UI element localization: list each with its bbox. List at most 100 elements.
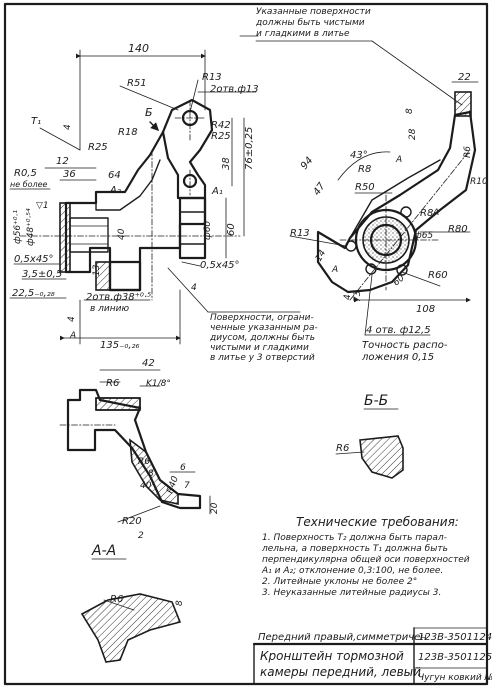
section-a-hatch-arm bbox=[129, 438, 179, 505]
dim-diam-48: ф48⁺⁰·⁵⁴ bbox=[26, 208, 36, 246]
dim-22-b: 22 bbox=[458, 72, 471, 83]
surface-a1-label: A₁ bbox=[211, 186, 223, 197]
requirements-title: Технические требования: bbox=[296, 515, 459, 529]
dim-ne-bolee: не более bbox=[10, 180, 48, 189]
section-a-a: 42 R6 K1/8° R6 8 6 40 R40 7 R20 2 20 А-А bbox=[59, 358, 220, 560]
code-top: 123В-3501124 bbox=[418, 632, 492, 643]
tolerance-line-2: ложения 0,15 bbox=[361, 352, 434, 363]
dim-r8-top: R8 bbox=[358, 164, 371, 175]
tolerance-line-1: Точность распо- bbox=[362, 340, 448, 351]
dim-38: 38 bbox=[221, 157, 232, 170]
detail-bottom-r6: R6 bbox=[110, 594, 123, 605]
dim-28: 28 bbox=[408, 128, 418, 140]
dim-13-main: 13 bbox=[92, 264, 102, 276]
dim-diam-65: ф65 bbox=[414, 231, 433, 241]
main-body-outline bbox=[64, 98, 214, 292]
view-b-end-hatch bbox=[454, 91, 472, 117]
dim-4-b: 4 bbox=[343, 294, 353, 300]
note-surfaces-line-5: в литье у 3 отверстий bbox=[210, 353, 315, 363]
dim-8-sa: 8 bbox=[148, 469, 154, 479]
mark-a-b-2: А bbox=[432, 208, 439, 218]
dim-angle-43: 43° bbox=[350, 150, 368, 161]
detail-bottom-8: 8 bbox=[175, 600, 185, 606]
dim-12: 12 bbox=[56, 156, 69, 167]
dim-r05: R0,5 bbox=[14, 168, 37, 179]
dim-36: 36 bbox=[63, 169, 76, 180]
dim-22-5: 22,5₋₀,₂₈ bbox=[12, 288, 55, 299]
dim-42: 42 bbox=[142, 358, 155, 369]
main-bottom-hatch bbox=[95, 261, 111, 291]
dim-r8-right: R8 bbox=[420, 208, 433, 219]
mark-a-b: А bbox=[395, 155, 402, 165]
dim-r25-right: R25 bbox=[211, 131, 231, 142]
delta-4-bottom: 4 bbox=[67, 316, 77, 322]
view-b-label: Б-Б bbox=[364, 393, 388, 409]
dim-2-holes-13: 2отв.ф13 bbox=[210, 84, 259, 95]
dim-4-holes-12-5: 4 отв. ф12,5 bbox=[366, 325, 431, 336]
dim-3-5: 3,5±0,5 bbox=[22, 269, 62, 280]
section-a-hatch-top bbox=[95, 397, 141, 411]
dim-47: 47 bbox=[311, 180, 328, 197]
delta-4-left: ▽1 bbox=[36, 201, 49, 211]
detail-r6: R6 bbox=[335, 435, 404, 479]
dim-r20: R20 bbox=[122, 516, 142, 527]
dim-diam-56: ф56⁺⁰·¹ bbox=[13, 210, 23, 244]
part-name-line-1: Кронштейн тормозной bbox=[260, 649, 404, 663]
section-mark-b: Б bbox=[145, 106, 153, 119]
dim-r13-b: R13 bbox=[290, 228, 310, 239]
dim-140: 140 bbox=[128, 42, 149, 55]
detail-bottom-shape bbox=[80, 593, 182, 663]
dim-diam-60: ф60 bbox=[203, 221, 213, 240]
dim-2-sa: 2 bbox=[138, 531, 144, 541]
dim-r42: R42 bbox=[211, 120, 231, 131]
dim-r60: R60 bbox=[428, 270, 448, 281]
note-surfaces-line-2: ченные указанным ра- bbox=[210, 323, 318, 333]
dim-135: 135₋₀,₂₆ bbox=[100, 340, 140, 351]
dim-r6-mid: R6 bbox=[138, 457, 150, 467]
detail-bottom: R6 8 bbox=[80, 593, 185, 663]
dim-2-holes-38: 2отв.ф38⁺⁰·⁵ bbox=[86, 292, 151, 303]
technical-requirements: Технические требования: 1. Поверхность T… bbox=[261, 515, 470, 598]
dim-r18: R18 bbox=[118, 127, 138, 138]
dim-05x45-right: 0,5x45° bbox=[200, 260, 240, 271]
delta-4-top: 4 bbox=[63, 124, 73, 130]
requirement-line-5: 2. Литейные уклоны не более 2° bbox=[262, 577, 417, 587]
dim-64: 64 bbox=[108, 170, 121, 181]
note-surfaces-line-4: чистыми и гладкими bbox=[210, 343, 309, 353]
requirement-line-6: 3. Неуказанные литейные радиусы 3. bbox=[262, 588, 441, 598]
dim-8-b: 8 bbox=[405, 108, 415, 114]
view-b-arm bbox=[316, 110, 477, 294]
dim-r25-left: R25 bbox=[88, 142, 108, 153]
requirement-line-4: A₁ и A₂; отклонение 0,3:100, не более. bbox=[261, 566, 443, 576]
surface-t1-label: T₁ bbox=[31, 116, 41, 127]
dim-40-main: 40 bbox=[117, 228, 127, 240]
sheet-border bbox=[3, 2, 489, 686]
dim-r51: R51 bbox=[127, 78, 147, 89]
dim-r10-b: R10 bbox=[470, 177, 488, 187]
main-view: 140 R51 R13 2отв.ф13 R42 R25 R18 R25 Б T… bbox=[9, 42, 318, 363]
material: Чугун ковкий №1 bbox=[418, 673, 492, 683]
dim-73: 73 bbox=[353, 290, 363, 302]
detail-r6-label: R6 bbox=[336, 443, 349, 454]
view-b-hole-bottom bbox=[365, 263, 377, 275]
requirement-line-3: перпендикулярна общей оси поверхностей bbox=[262, 555, 470, 565]
part-name-line-2: камеры передний, левый bbox=[260, 665, 421, 679]
surfaces-note: Поверхности, ограни- ченные указанным ра… bbox=[167, 267, 318, 363]
dim-r80: R80 bbox=[448, 224, 468, 235]
title-block: Передний правый,симметричен 123В-3501124… bbox=[252, 627, 492, 685]
view-b-hole-left bbox=[345, 240, 357, 252]
note-top-line-2: должны быть чистыми bbox=[255, 18, 365, 28]
dim-94: 94 bbox=[299, 155, 316, 172]
code-main: 123В-3501125 bbox=[418, 652, 492, 663]
dim-05x45-left: 0,5x45° bbox=[14, 254, 54, 265]
view-b-b: Указанные поверхности должны быть чистым… bbox=[239, 7, 488, 410]
dim-7-sa: 7 bbox=[184, 481, 190, 491]
note-surfaces-line-1: Поверхности, ограни- bbox=[210, 313, 314, 323]
dim-6-sa: 6 bbox=[180, 463, 186, 473]
note-top-line-1: Указанные поверхности bbox=[256, 7, 371, 17]
requirement-line-2: лельна, а поверхность T₁ должна быть bbox=[261, 544, 448, 554]
dim-k-slope: K1/8° bbox=[146, 379, 171, 389]
main-flange-section bbox=[59, 202, 71, 273]
dim-r40: R40 bbox=[165, 475, 181, 495]
